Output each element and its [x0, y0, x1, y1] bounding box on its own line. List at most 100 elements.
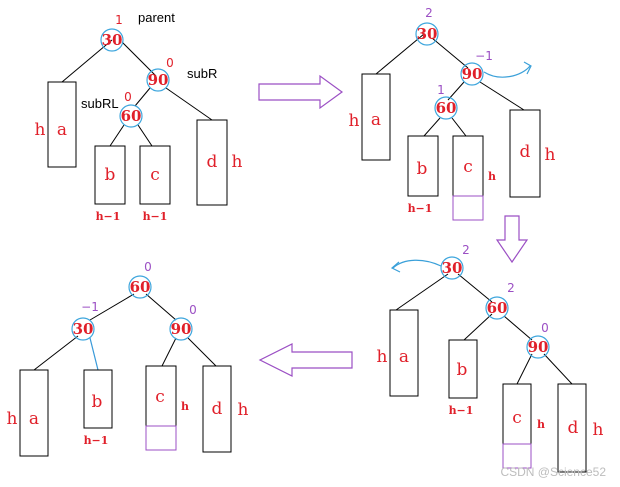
node-circle: [526, 335, 550, 359]
node-circle: [100, 28, 124, 52]
height-label: h: [349, 111, 360, 131]
subtree-a: a: [399, 347, 409, 367]
inserted-extension: [145, 425, 177, 451]
arrow-left: [258, 343, 353, 377]
edge: [89, 337, 99, 371]
edge: [447, 81, 465, 101]
node-90: 90: [462, 65, 483, 83]
node-60: 60: [121, 107, 142, 125]
node-60: 60: [436, 99, 457, 117]
node-circle: [485, 296, 509, 320]
edge: [33, 335, 79, 371]
node-60: 60: [130, 278, 151, 296]
diagram-after-insert: a b c d h h h−1 h 30 90 60 2 −1 1: [349, 6, 556, 221]
arrow-down: [495, 215, 529, 264]
subtree-box: [139, 145, 171, 205]
subtree-box: [557, 383, 587, 473]
edge: [165, 87, 213, 121]
subtree-box: [94, 145, 126, 205]
subtree-b: b: [105, 165, 116, 185]
rotate-right-arrow: [483, 65, 531, 78]
edge: [516, 353, 533, 385]
node-circle: [440, 256, 464, 280]
height-label: h−1: [84, 434, 109, 447]
edge: [109, 124, 125, 147]
edge: [451, 117, 467, 137]
node-60: 60: [487, 299, 508, 317]
diagram-after-right-rotation: a b c d h h h−1 h 30 60 90 2 2 0: [377, 243, 604, 473]
node-90: 90: [171, 320, 192, 338]
subtree-a: a: [371, 110, 381, 130]
subtree-b: b: [417, 159, 428, 179]
node-circle: [119, 104, 143, 128]
node-circle: [415, 22, 439, 46]
edge: [187, 337, 217, 367]
edge: [395, 273, 449, 311]
node-circle: [169, 317, 193, 341]
node-30: 30: [417, 25, 438, 43]
subtree-box: [47, 81, 77, 168]
edge: [121, 41, 157, 77]
height-label: h: [377, 347, 388, 367]
height-label: h: [238, 400, 249, 420]
rotate-right-arrowhead: [523, 61, 532, 75]
rotate-left-arrow: [392, 259, 442, 269]
subtree-box: [361, 73, 391, 161]
subtree-c: c: [155, 387, 165, 407]
edge: [145, 293, 177, 321]
edge: [375, 33, 425, 75]
arrow-right: [258, 74, 344, 110]
watermark: CSDN @Science52: [500, 465, 606, 479]
subtree-a: a: [57, 120, 67, 140]
arrow-left-shape: [258, 343, 353, 377]
height-label: h: [537, 418, 545, 431]
subtree-d: d: [212, 399, 223, 419]
balance-factor: 1: [437, 83, 445, 97]
edge: [431, 37, 469, 69]
subtree-box: [509, 109, 541, 198]
height-label: h: [593, 420, 604, 440]
subtree-box: [202, 365, 232, 453]
edge: [503, 315, 533, 341]
node-circle: [146, 68, 170, 92]
node-30: 30: [442, 259, 463, 277]
subtree-b: b: [92, 392, 103, 412]
label-parent: parent: [138, 10, 175, 25]
balance-factor: 2: [462, 243, 470, 257]
diagram-balanced: a b c d h h h−1 h 60 30 90 0 −1 0: [7, 260, 249, 457]
subtree-box: [448, 339, 478, 399]
arrow-right-shape: [258, 74, 344, 110]
balance-factor: 2: [507, 281, 515, 295]
height-label: h: [181, 400, 189, 413]
inserted-extension: [502, 443, 532, 469]
balance-factor: 0: [166, 56, 174, 70]
edge: [134, 87, 151, 107]
edge: [463, 313, 493, 341]
edge: [479, 81, 525, 111]
height-label: h−1: [96, 210, 121, 223]
height-label: h: [7, 409, 18, 429]
subtree-c: c: [512, 408, 522, 428]
subtree-box: [502, 383, 532, 445]
balance-factor: 1: [115, 13, 123, 27]
subtree-box: [196, 119, 228, 206]
height-label: h−1: [408, 202, 433, 215]
subtree-c: c: [150, 165, 160, 185]
node-circle: [460, 62, 484, 86]
subtree-box: [452, 135, 484, 197]
node-circle: [128, 275, 152, 299]
inserted-extension: [452, 195, 484, 221]
arrow-down-shape: [495, 215, 529, 264]
subtree-box: [145, 365, 177, 427]
subtree-d: d: [568, 418, 579, 438]
height-label: h: [545, 145, 556, 165]
subtree-box: [407, 135, 439, 197]
subtree-c: c: [463, 157, 473, 177]
balance-factor: 2: [425, 6, 433, 20]
rotate-left-arrowhead: [390, 261, 401, 273]
height-label: h: [35, 120, 46, 140]
edge: [161, 337, 177, 367]
balance-factor: −1: [81, 300, 99, 314]
balance-factor: 0: [144, 260, 152, 274]
